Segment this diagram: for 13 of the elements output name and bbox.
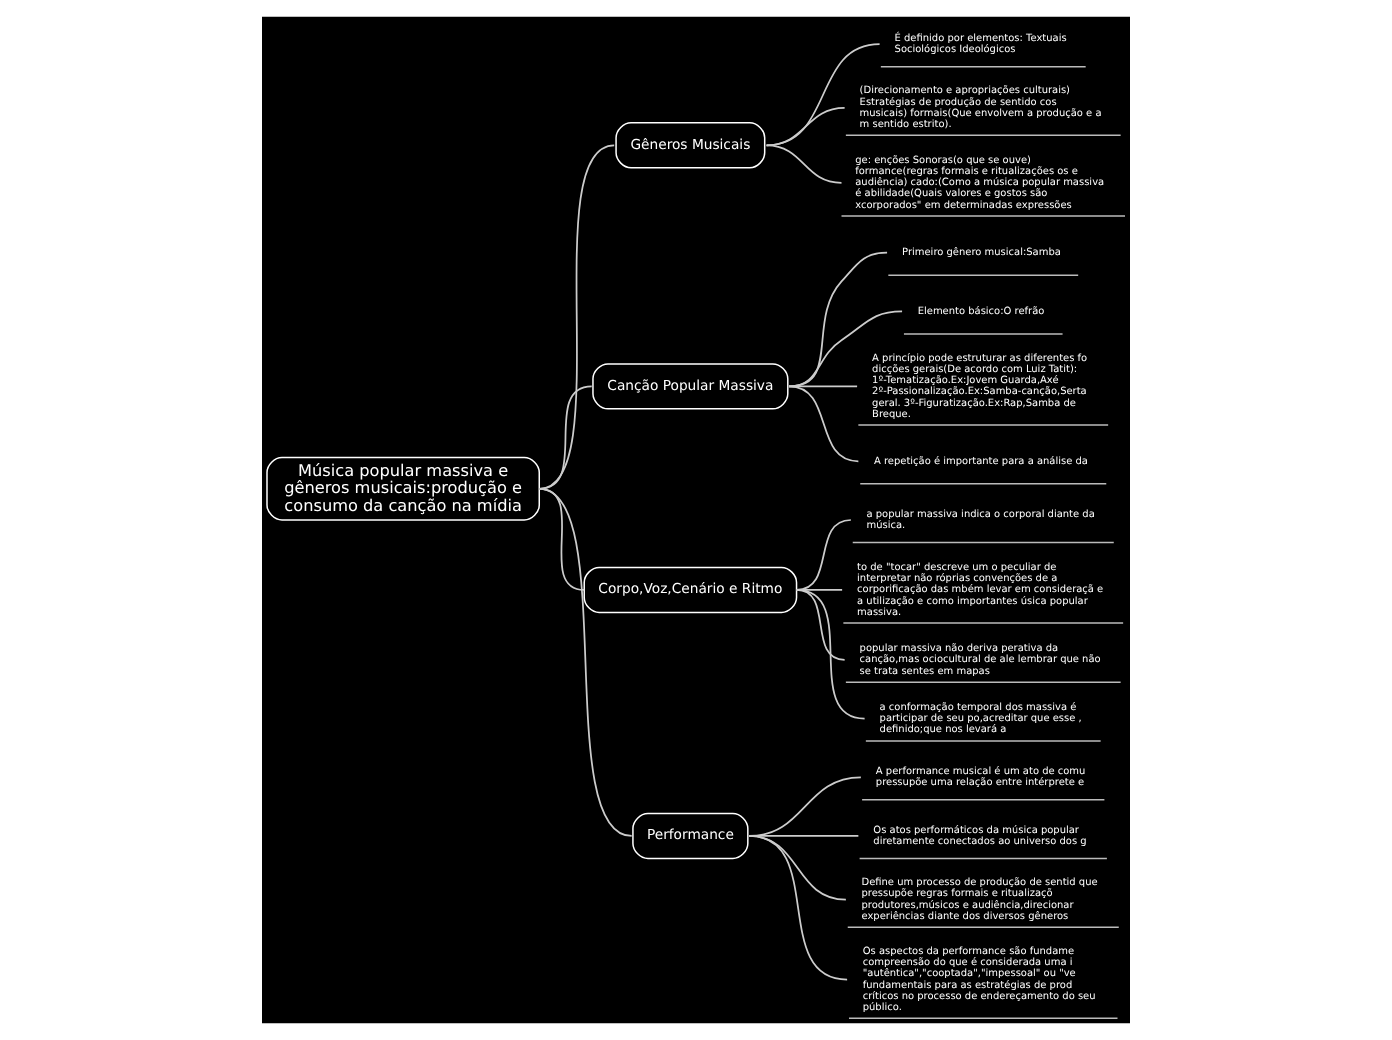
connector <box>788 310 903 388</box>
connector <box>538 487 633 837</box>
connector <box>748 835 848 981</box>
connector <box>538 144 616 490</box>
connector <box>538 385 593 490</box>
connector <box>788 385 860 463</box>
connector <box>765 107 846 147</box>
connector <box>765 43 881 147</box>
connector <box>765 144 843 184</box>
node-box: Música popular massiva e gêneros musicais:produção e consumo da canção na mídia <box>266 456 540 521</box>
connector <box>788 385 858 388</box>
connector <box>795 589 866 720</box>
connector <box>788 251 888 388</box>
